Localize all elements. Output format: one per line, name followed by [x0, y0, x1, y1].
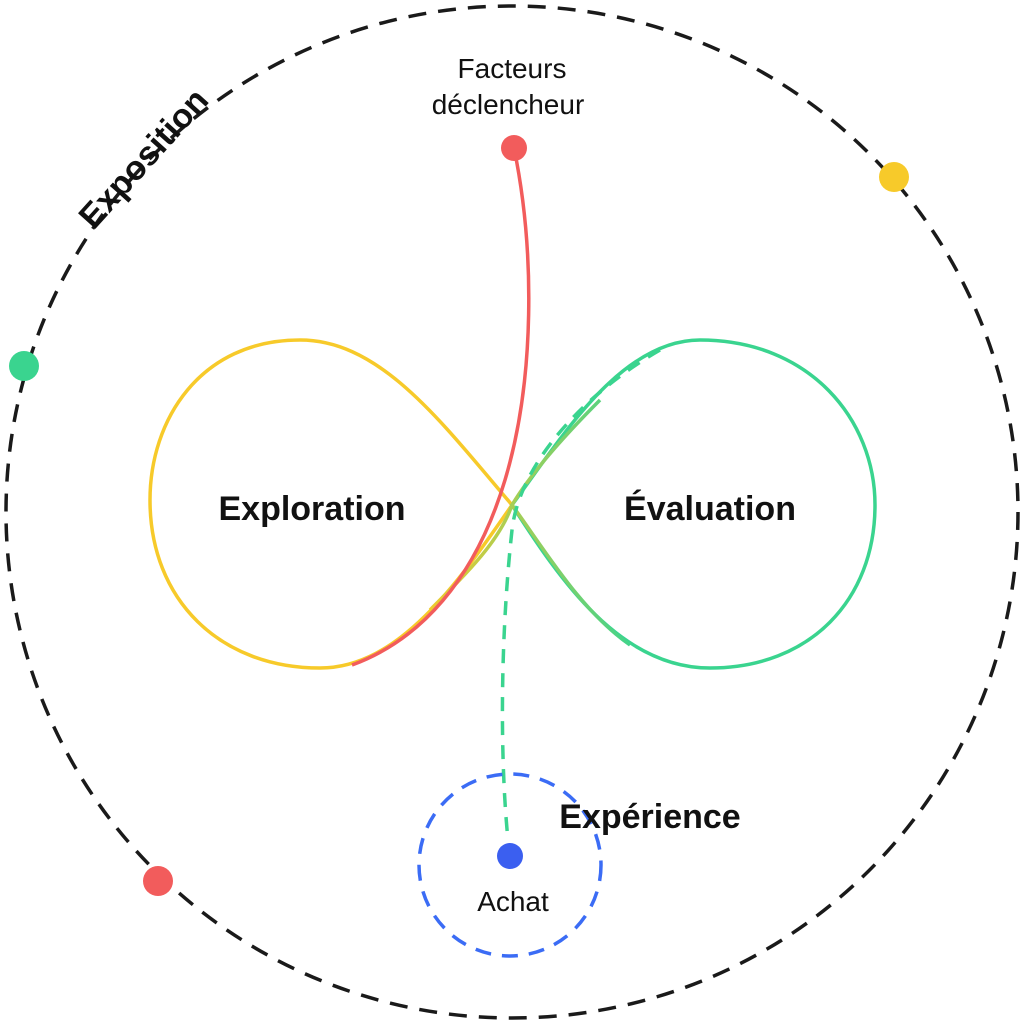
purchase-dot	[497, 843, 523, 869]
evaluation-label: Évaluation	[624, 490, 796, 528]
trigger-label-line1: Facteurs	[458, 53, 567, 84]
trigger-path	[351, 147, 531, 667]
exposition-label: Exposition	[72, 81, 217, 236]
crossing-blend	[428, 398, 602, 612]
exploration-label: Exploration	[218, 490, 405, 528]
experience-label: Expérience	[559, 798, 740, 836]
trigger-label-line2: déclencheur	[432, 89, 585, 120]
exposure-ring-dot-red	[143, 866, 173, 896]
experience-ring	[417, 772, 603, 958]
evaluation-loop	[509, 338, 877, 670]
trigger-dot	[501, 135, 527, 161]
evaluation-to-purchase-path	[500, 348, 661, 841]
exposure-ring-dot-yellow	[879, 162, 909, 192]
exposure-ring-dot-green	[9, 351, 39, 381]
exposure-ring	[4, 4, 1020, 1020]
crossing-blend-lower	[510, 503, 632, 647]
purchase-label: Achat	[477, 886, 549, 917]
